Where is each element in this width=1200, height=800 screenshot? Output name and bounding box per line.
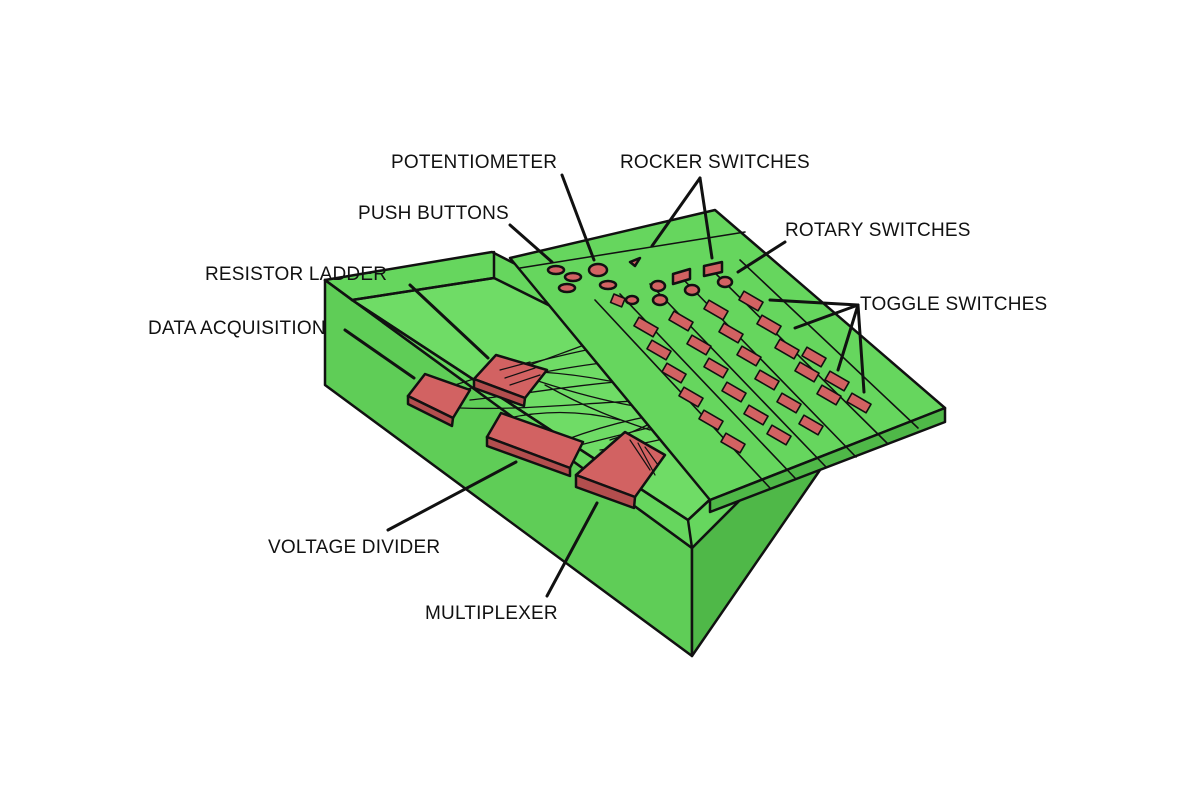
label-rocker-switches: ROCKER SWITCHES [620, 152, 810, 173]
label-toggle-switches: TOGGLE SWITCHES [860, 294, 1048, 315]
push-buttons [546, 264, 583, 294]
rotary-switches [624, 275, 734, 307]
label-voltage-divider: VOLTAGE DIVIDER [268, 537, 441, 558]
potentiometer-knob [587, 262, 618, 291]
label-rotary-switches: ROTARY SWITCHES [785, 220, 971, 241]
toggle-switches [609, 290, 872, 454]
leader-lines [343, 173, 866, 598]
label-data-acquisition: DATA ACQUISITION [148, 318, 326, 339]
data-acquisition-chip [406, 372, 472, 428]
voltage-divider-chip [485, 411, 585, 478]
rocker-switches [628, 256, 724, 286]
label-resistor-ladder: RESISTOR LADDER [205, 264, 388, 285]
label-multiplexer: MULTIPLEXER [425, 603, 558, 624]
label-potentiometer: POTENTIOMETER [391, 152, 558, 173]
multiplexer-chip [574, 430, 667, 510]
chip-pins [499, 361, 659, 476]
label-push-buttons: PUSH BUTTONS [358, 203, 509, 224]
